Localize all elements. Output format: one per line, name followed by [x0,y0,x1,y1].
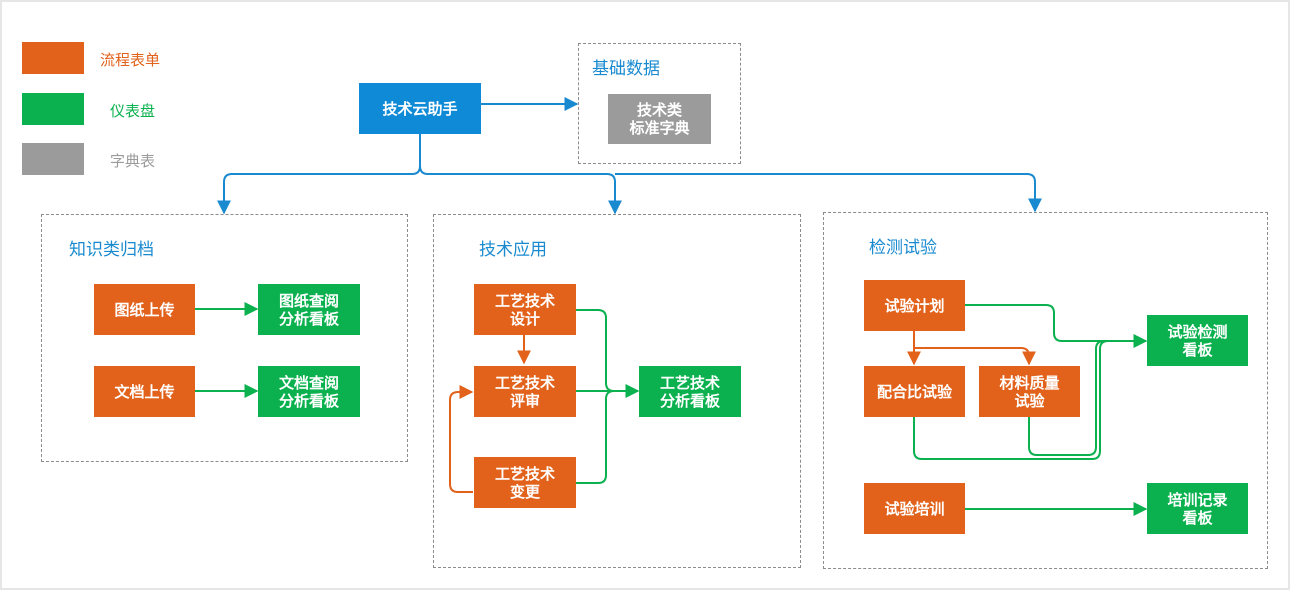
legend-label-dictionary: 字典表 [110,152,156,170]
tech-panel [433,214,801,568]
arrow-material-to-test-board [1028,340,1105,456]
drawing-board-node: 图纸查阅 分析看板 [258,284,360,335]
legend-swatch-dashboard [22,93,84,125]
doc-upload-node: 文档上传 [94,366,195,417]
base-data-title: 基础数据 [592,59,660,79]
tech-title: 技术应用 [479,240,547,260]
root-node: 技术云助手 [359,83,481,134]
legend-label-dashboard: 仪表盘 [110,102,156,120]
test-plan-node: 试验计划 [864,280,965,331]
training-board-node: 培训记录 看板 [1147,483,1248,534]
legend-swatch-form [22,42,84,74]
arrow-plan-to-test-board [965,304,1148,348]
knowledge-title: 知识类归档 [69,240,154,260]
drawing-upload-node: 图纸上传 [94,284,195,335]
test-title: 检测试验 [869,238,937,258]
knowledge-panel [41,214,408,462]
legend-label-form: 流程表单 [100,51,161,69]
process-review-node: 工艺技术 评审 [474,366,576,417]
test-board-node: 试验检测 看板 [1147,315,1248,366]
arrow-root-to-knowledge [217,134,421,215]
arrow-change-to-board [576,390,615,484]
standard-dictionary-node: 技术类 标准字典 [608,94,711,144]
test-panel [823,212,1268,569]
material-test-node: 材料质量 试验 [979,366,1080,417]
mix-test-node: 配合比试验 [864,366,965,417]
arrow-plan-to-material [914,347,1036,366]
process-change-node: 工艺技术 变更 [474,457,576,508]
base-data-panel [578,43,741,164]
legend-swatch-dictionary [22,143,84,175]
process-board-node: 工艺技术 分析看板 [639,366,741,417]
doc-board-node: 文档查阅 分析看板 [258,366,360,417]
training-node: 试验培训 [864,483,965,534]
arrow-root-to-test [615,173,1036,211]
arrow-mix-to-test-board [913,340,1109,460]
process-design-node: 工艺技术 设计 [474,284,576,335]
arrow-change-to-review [449,385,474,493]
arrow-root-to-tech [419,165,622,215]
